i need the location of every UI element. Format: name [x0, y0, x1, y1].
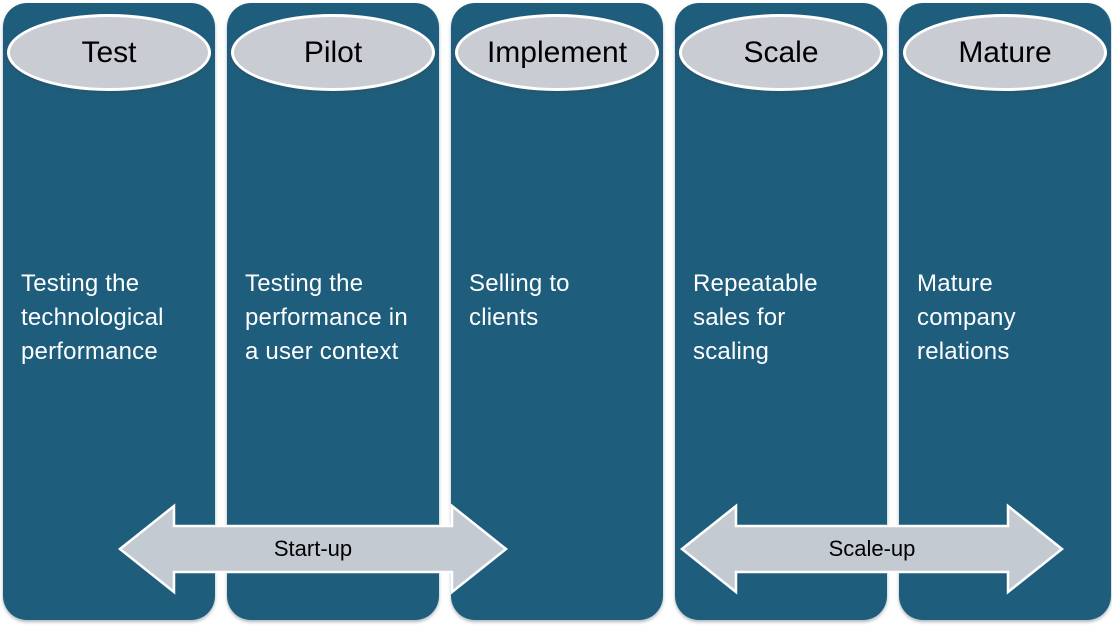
stage-ellipse-pilot: Pilot	[231, 14, 435, 91]
stage-label: Pilot	[303, 35, 363, 69]
stage-column-implement: Implement Selling to clients	[451, 3, 663, 620]
stage-column-mature: Mature Mature company relations	[899, 3, 1111, 620]
stage-column-pilot: Pilot Testing the performance in a user …	[227, 3, 439, 620]
stage-column-test: Test Testing the technological performan…	[3, 3, 215, 620]
stage-label: Implement	[486, 35, 628, 69]
startup-arrow-label: Start-up	[273, 536, 353, 561]
stage-label: Scale	[743, 35, 819, 69]
stage-description: Mature company relations	[917, 270, 1016, 365]
stage-columns: Test Testing the technological performan…	[3, 3, 1111, 620]
stage-label: Test	[81, 35, 137, 69]
stage-ellipse-test: Test	[7, 14, 211, 91]
double-arrow-icon	[118, 503, 508, 595]
startup-phase-arrow: Start-up	[118, 503, 508, 595]
stage-description: Testing the performance in a user contex…	[245, 270, 408, 365]
stage-ellipse-mature: Mature	[903, 14, 1107, 91]
stage-description: Repeatable sales for scaling	[693, 270, 818, 365]
stage-ellipse-scale: Scale	[679, 14, 883, 91]
stage-description: Testing the technological performance	[21, 270, 164, 365]
stage-description: Selling to clients	[469, 270, 570, 331]
stage-ellipse-implement: Implement	[455, 14, 659, 91]
scaleup-arrow-label: Scale-up	[828, 536, 916, 561]
scaleup-phase-arrow: Scale-up	[680, 503, 1064, 595]
stage-column-scale: Scale Repeatable sales for scaling	[675, 3, 887, 620]
double-arrow-icon	[680, 503, 1064, 595]
stage-label: Mature	[958, 35, 1052, 69]
